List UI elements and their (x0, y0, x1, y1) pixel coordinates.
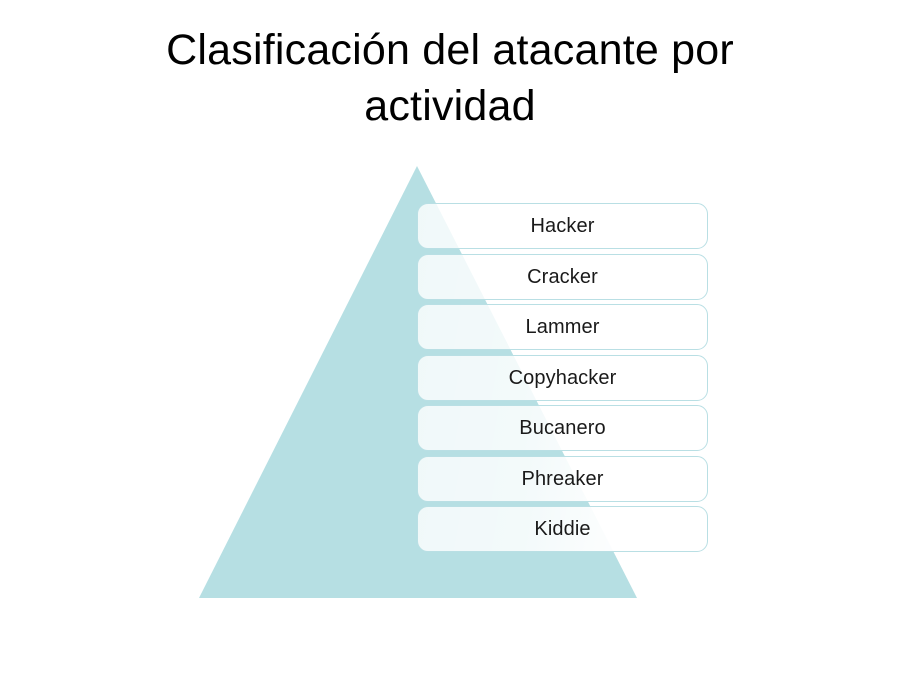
pyramid-level-5[interactable]: Bucanero (417, 405, 708, 451)
pyramid-level-label: Hacker (530, 215, 595, 237)
pyramid-level-label: Lammer (525, 316, 600, 338)
pyramid-level-7[interactable]: Kiddie (417, 506, 708, 552)
pyramid-level-2[interactable]: Cracker (417, 253, 708, 300)
page-title: Clasificación del atacante por actividad (166, 26, 734, 130)
pyramid-level-label: Cracker (527, 265, 598, 288)
pyramid-level-label: Bucanero (519, 417, 606, 439)
pyramid-level-4[interactable]: Copyhacker (417, 354, 708, 401)
pyramid-level-label: Copyhacker (508, 366, 617, 389)
pyramid-level-label: Kiddie (534, 518, 591, 540)
pyramid-level-label: Phreaker (521, 467, 604, 490)
pyramid-level-6[interactable]: Phreaker (417, 455, 708, 502)
pyramid-level-1[interactable]: Hacker (417, 203, 708, 249)
pyramid-level-3[interactable]: Lammer (417, 304, 708, 350)
